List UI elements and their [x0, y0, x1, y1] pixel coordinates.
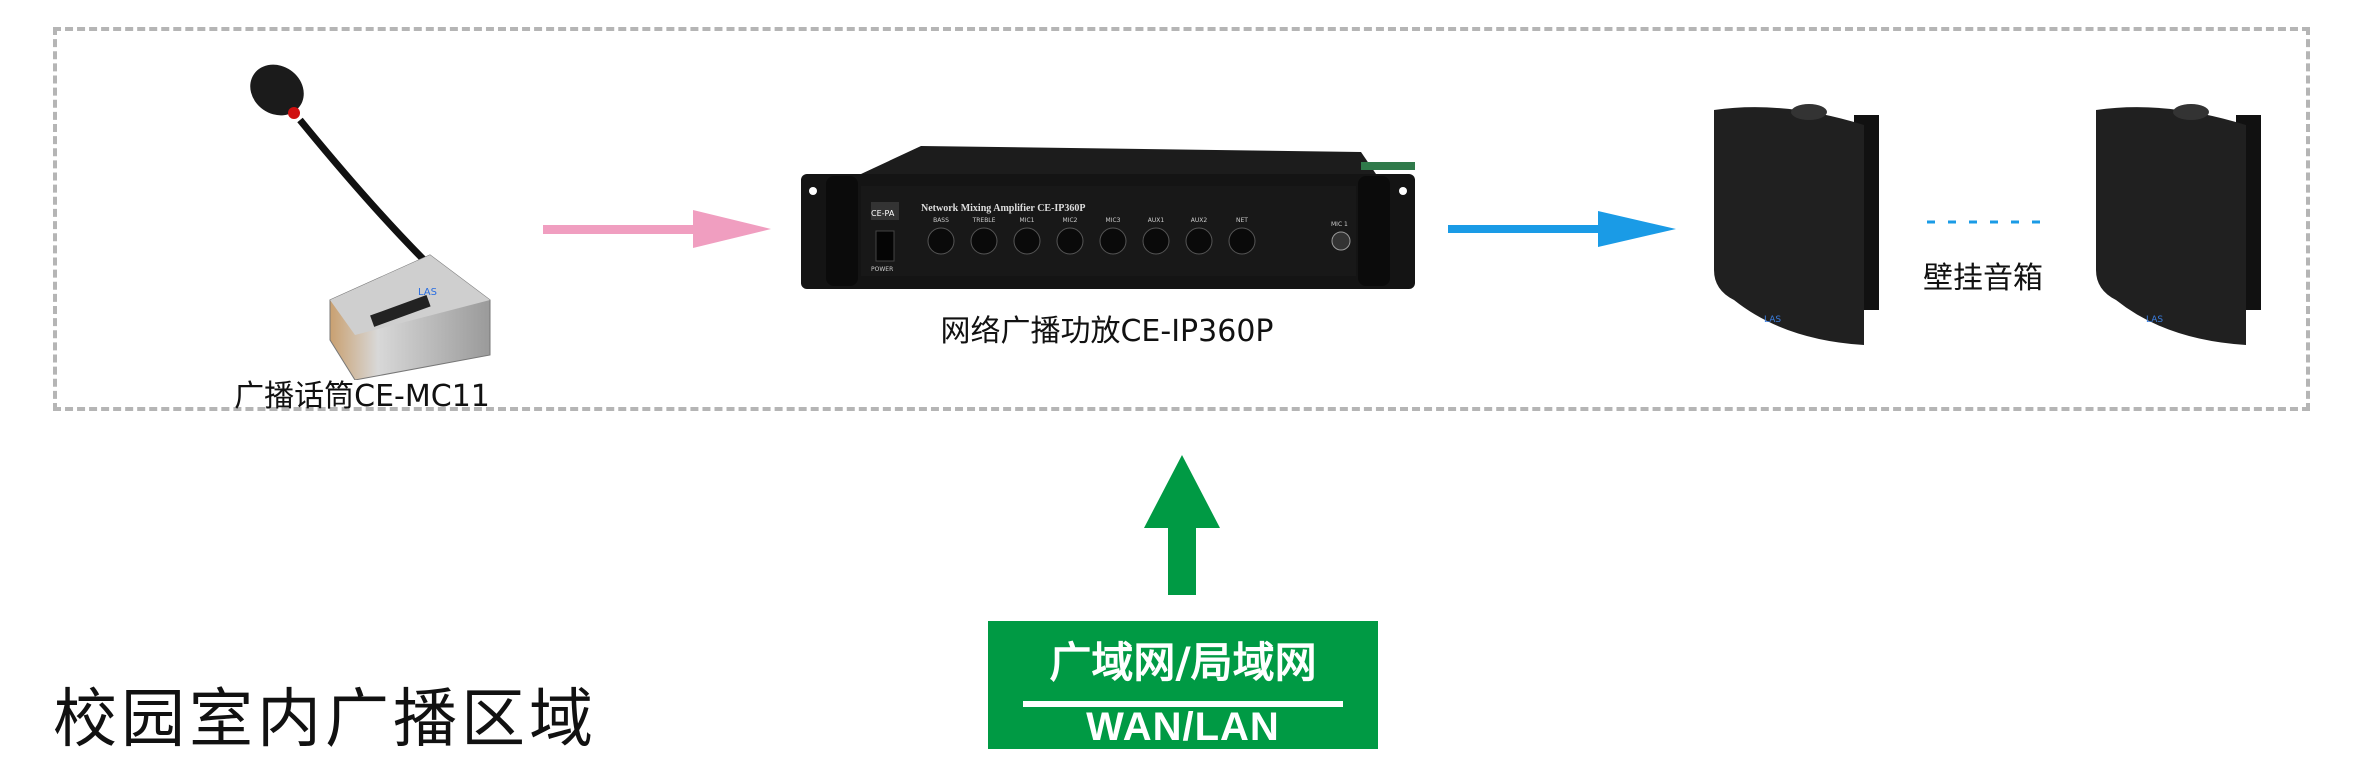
power-switch [875, 230, 895, 262]
knob-mic2 [1056, 227, 1084, 255]
knob-label: AUX1 [1148, 217, 1165, 224]
speaker-ellipsis-dots [1927, 220, 2042, 224]
knob-label: MIC2 [1063, 217, 1078, 224]
wall-speaker-2: LAS [2096, 104, 2261, 346]
amp-panel-title: Network Mixing Amplifier CE-IP360P [921, 203, 1086, 214]
svg-text:LAS: LAS [1764, 315, 1781, 325]
knob-label: TREBLE [972, 217, 996, 224]
knob-bass [927, 227, 955, 255]
indoor-broadcast-zone [53, 27, 2310, 411]
network-label-en: WAN/LAN [1086, 705, 1280, 749]
network-label-cn: 广域网/局域网 [1049, 638, 1317, 687]
knob-mic3 [1099, 227, 1127, 255]
svg-text:MIC 1: MIC 1 [1331, 221, 1348, 228]
amplifier-label: 网络广播功放CE-IP360P [940, 314, 1274, 349]
knob-net [1228, 227, 1256, 255]
amp-brand-logo: CE-PA [871, 209, 895, 218]
knob-aux1 [1142, 227, 1170, 255]
amp-to-speaker-arrow [1448, 211, 1676, 247]
knob-aux2 [1185, 227, 1213, 255]
wan-lan-network-box: 广域网/局域网 WAN/LAN [988, 621, 1378, 749]
knob-label: BASS [933, 217, 949, 224]
zone-title: 校园室内广播区域 [53, 683, 597, 757]
network-mixing-amplifier: CE-PA Network Mixing Amplifier CE-IP360P… [801, 146, 1415, 289]
knob-label: NET [1236, 217, 1248, 224]
speakers-label: 壁挂音箱 [1923, 261, 2043, 296]
mic-brand-logo: LAS [418, 287, 437, 298]
knob-treble [970, 227, 998, 255]
mic-input-jack [1331, 231, 1351, 251]
knob-label: AUX2 [1191, 217, 1208, 224]
svg-text:LAS: LAS [2146, 315, 2163, 325]
knob-label: MIC1 [1020, 217, 1035, 224]
svg-text:POWER: POWER [871, 266, 893, 273]
network-divider [1023, 701, 1343, 707]
network-up-arrow [1144, 455, 1220, 595]
knob-mic1 [1013, 227, 1041, 255]
mic-to-amp-arrow [543, 210, 771, 248]
microphone-label: 广播话筒CE-MC11 [234, 379, 490, 414]
knob-label: MIC3 [1106, 217, 1121, 224]
wall-speaker-1: LAS [1714, 104, 1879, 346]
gooseneck-microphone: LAS [250, 64, 491, 380]
